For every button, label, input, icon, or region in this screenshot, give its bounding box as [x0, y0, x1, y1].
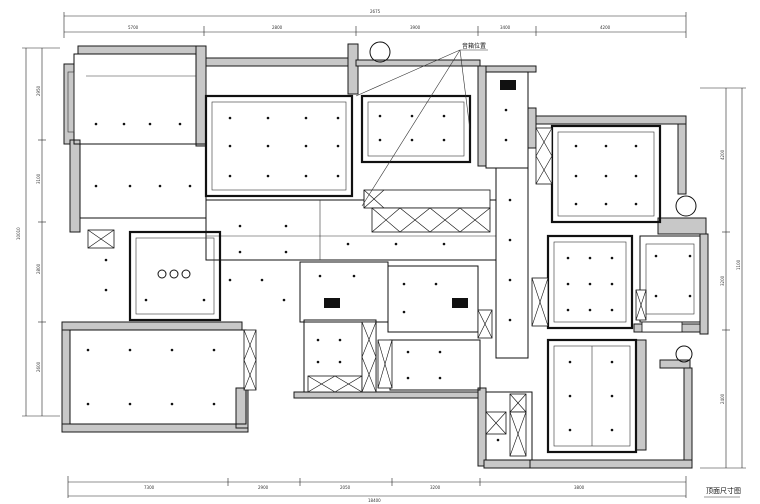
bottom-dimension-chain: 7300 2900 2050 3200 3800 18400	[67, 476, 687, 503]
round-fixtures	[157, 41, 697, 363]
speaker-callout: 音箱位置	[355, 42, 488, 207]
left-dim-2: 3100	[36, 173, 41, 184]
left-total-dim: 10010	[16, 227, 21, 240]
bottom-dim-3: 2050	[340, 485, 351, 490]
callout-speaker-location: 音箱位置	[462, 42, 486, 50]
right-dim-1: 4200	[720, 149, 725, 160]
ceiling-lights	[86, 108, 692, 442]
right-total-dim: 1100	[736, 259, 741, 270]
left-dim-1: 2950	[36, 85, 41, 96]
rooms	[67, 53, 701, 461]
top-dim-3: 3900	[410, 25, 421, 30]
bottom-dim-2: 2900	[258, 485, 269, 490]
left-dimension-chain: 10010 2950 3100 2800 2600	[16, 47, 60, 417]
right-dimension-chain: 4200 3200 2400 1100	[700, 87, 746, 469]
top-dim-2: 2800	[272, 25, 283, 30]
bottom-total-dim: 18400	[368, 498, 381, 503]
bottom-dim-1: 7300	[144, 485, 155, 490]
top-total-dim: 2675	[370, 9, 381, 14]
right-dim-3: 2400	[720, 393, 725, 404]
left-dim-4: 2600	[36, 361, 41, 372]
left-dim-3: 2800	[36, 263, 41, 274]
bottom-dim-4: 3200	[430, 485, 441, 490]
bottom-dim-5: 3800	[574, 485, 585, 490]
cabinetry	[87, 127, 683, 457]
title-block: 顶面尺寸图	[704, 486, 741, 498]
top-dim-4: 3400	[500, 25, 511, 30]
top-dim-1: 5700	[128, 25, 139, 30]
drawing-title: 顶面尺寸图	[706, 486, 741, 495]
top-dimension-chain: 2675 5700 2800 3900 3400 4200	[63, 9, 687, 38]
outer-walls	[61, 43, 709, 469]
top-dim-5: 4200	[600, 25, 611, 30]
right-dim-2: 3200	[720, 275, 725, 286]
